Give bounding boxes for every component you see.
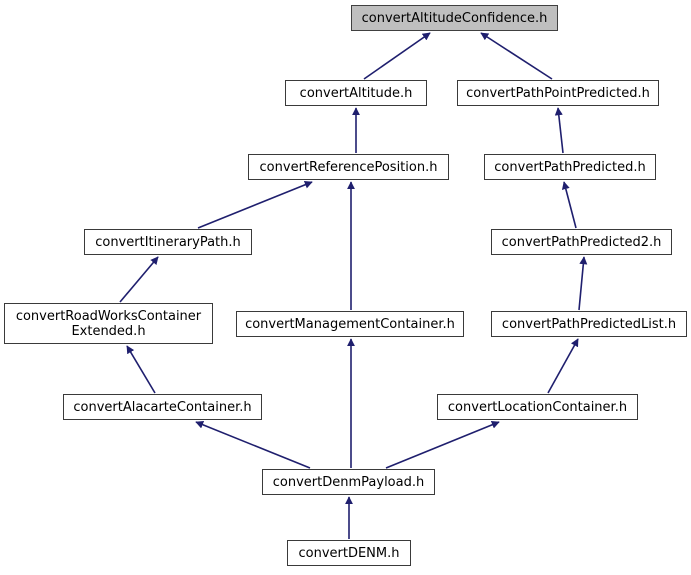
graph-node-convertItineraryPath[interactable]: convertItineraryPath.h <box>84 229 252 255</box>
graph-node-convertManagementContainer[interactable]: convertManagementContainer.h <box>236 311 464 337</box>
graph-edge-convertDenmPayload-to-convertLocationContainer <box>385 421 500 469</box>
graph-edge-convertPathPredicted2-to-convertPathPredicted <box>561 181 577 229</box>
graph-node-label: convertManagementContainer.h <box>245 316 455 332</box>
graph-edge-convertAltitude-to-convertAltitudeConfidence <box>363 32 431 80</box>
graph-edge-convertPathPointPredicted-to-convertAltitudeConfidence <box>480 32 553 80</box>
graph-node-convertRoadWorksContainerExtended[interactable]: convertRoadWorksContainer Extended.h <box>4 303 213 344</box>
graph-edge-convertItineraryPath-to-convertReferencePosition <box>197 180 313 229</box>
graph-edge-convertPathPredictedList-to-convertPathPredicted2 <box>578 256 588 311</box>
graph-node-label: convertPathPredicted.h <box>494 159 646 175</box>
graph-node-label: convertLocationContainer.h <box>447 399 628 415</box>
graph-node-convertDenmPayload[interactable]: convertDenmPayload.h <box>262 469 435 495</box>
graph-node-label: convertItineraryPath.h <box>95 234 241 250</box>
graph-node-convertAltitude[interactable]: convertAltitude.h <box>285 80 427 106</box>
graph-node-convertPathPredicted2[interactable]: convertPathPredicted2.h <box>491 229 672 255</box>
graph-edge-convertDenmPayload-to-convertAlacarteContainer <box>195 420 311 469</box>
graph-node-label: convertAlacarteContainer.h <box>73 399 252 415</box>
graph-node-convertDENM[interactable]: convertDENM.h <box>287 540 411 566</box>
graph-edge-convertPathPredicted-to-convertPathPointPredicted <box>554 107 564 154</box>
graph-node-label: convertAltitude.h <box>299 85 413 101</box>
graph-edge-convertLocationContainer-to-convertPathPredictedList <box>547 338 579 394</box>
graph-node-label: convertAltitudeConfidence.h <box>361 10 548 26</box>
graph-node-label: convertDENM.h <box>298 545 400 561</box>
graph-node-convertAltitudeConfidence[interactable]: convertAltitudeConfidence.h <box>351 5 558 31</box>
graph-node-convertPathPointPredicted[interactable]: convertPathPointPredicted.h <box>457 80 659 106</box>
graph-edge-convertRoadWorksContainerExtended-to-convertItineraryPath <box>119 256 159 303</box>
graph-node-label: convertDenmPayload.h <box>272 474 425 490</box>
graph-node-convertAlacarteContainer[interactable]: convertAlacarteContainer.h <box>63 394 262 420</box>
graph-node-convertPathPredicted[interactable]: convertPathPredicted.h <box>484 154 656 180</box>
graph-node-label: convertPathPredictedList.h <box>501 316 677 332</box>
graph-node-convertPathPredictedList[interactable]: convertPathPredictedList.h <box>491 311 687 337</box>
graph-node-convertReferencePosition[interactable]: convertReferencePosition.h <box>248 154 449 180</box>
graph-node-label: convertPathPredicted2.h <box>501 234 662 250</box>
graph-node-convertLocationContainer[interactable]: convertLocationContainer.h <box>437 394 638 420</box>
graph-node-label: convertRoadWorksContainer Extended.h <box>15 308 202 339</box>
graph-edge-convertAlacarteContainer-to-convertRoadWorksContainerExtended <box>126 345 156 394</box>
graph-node-label: convertPathPointPredicted.h <box>466 85 650 101</box>
graph-node-label: convertReferencePosition.h <box>259 159 438 175</box>
